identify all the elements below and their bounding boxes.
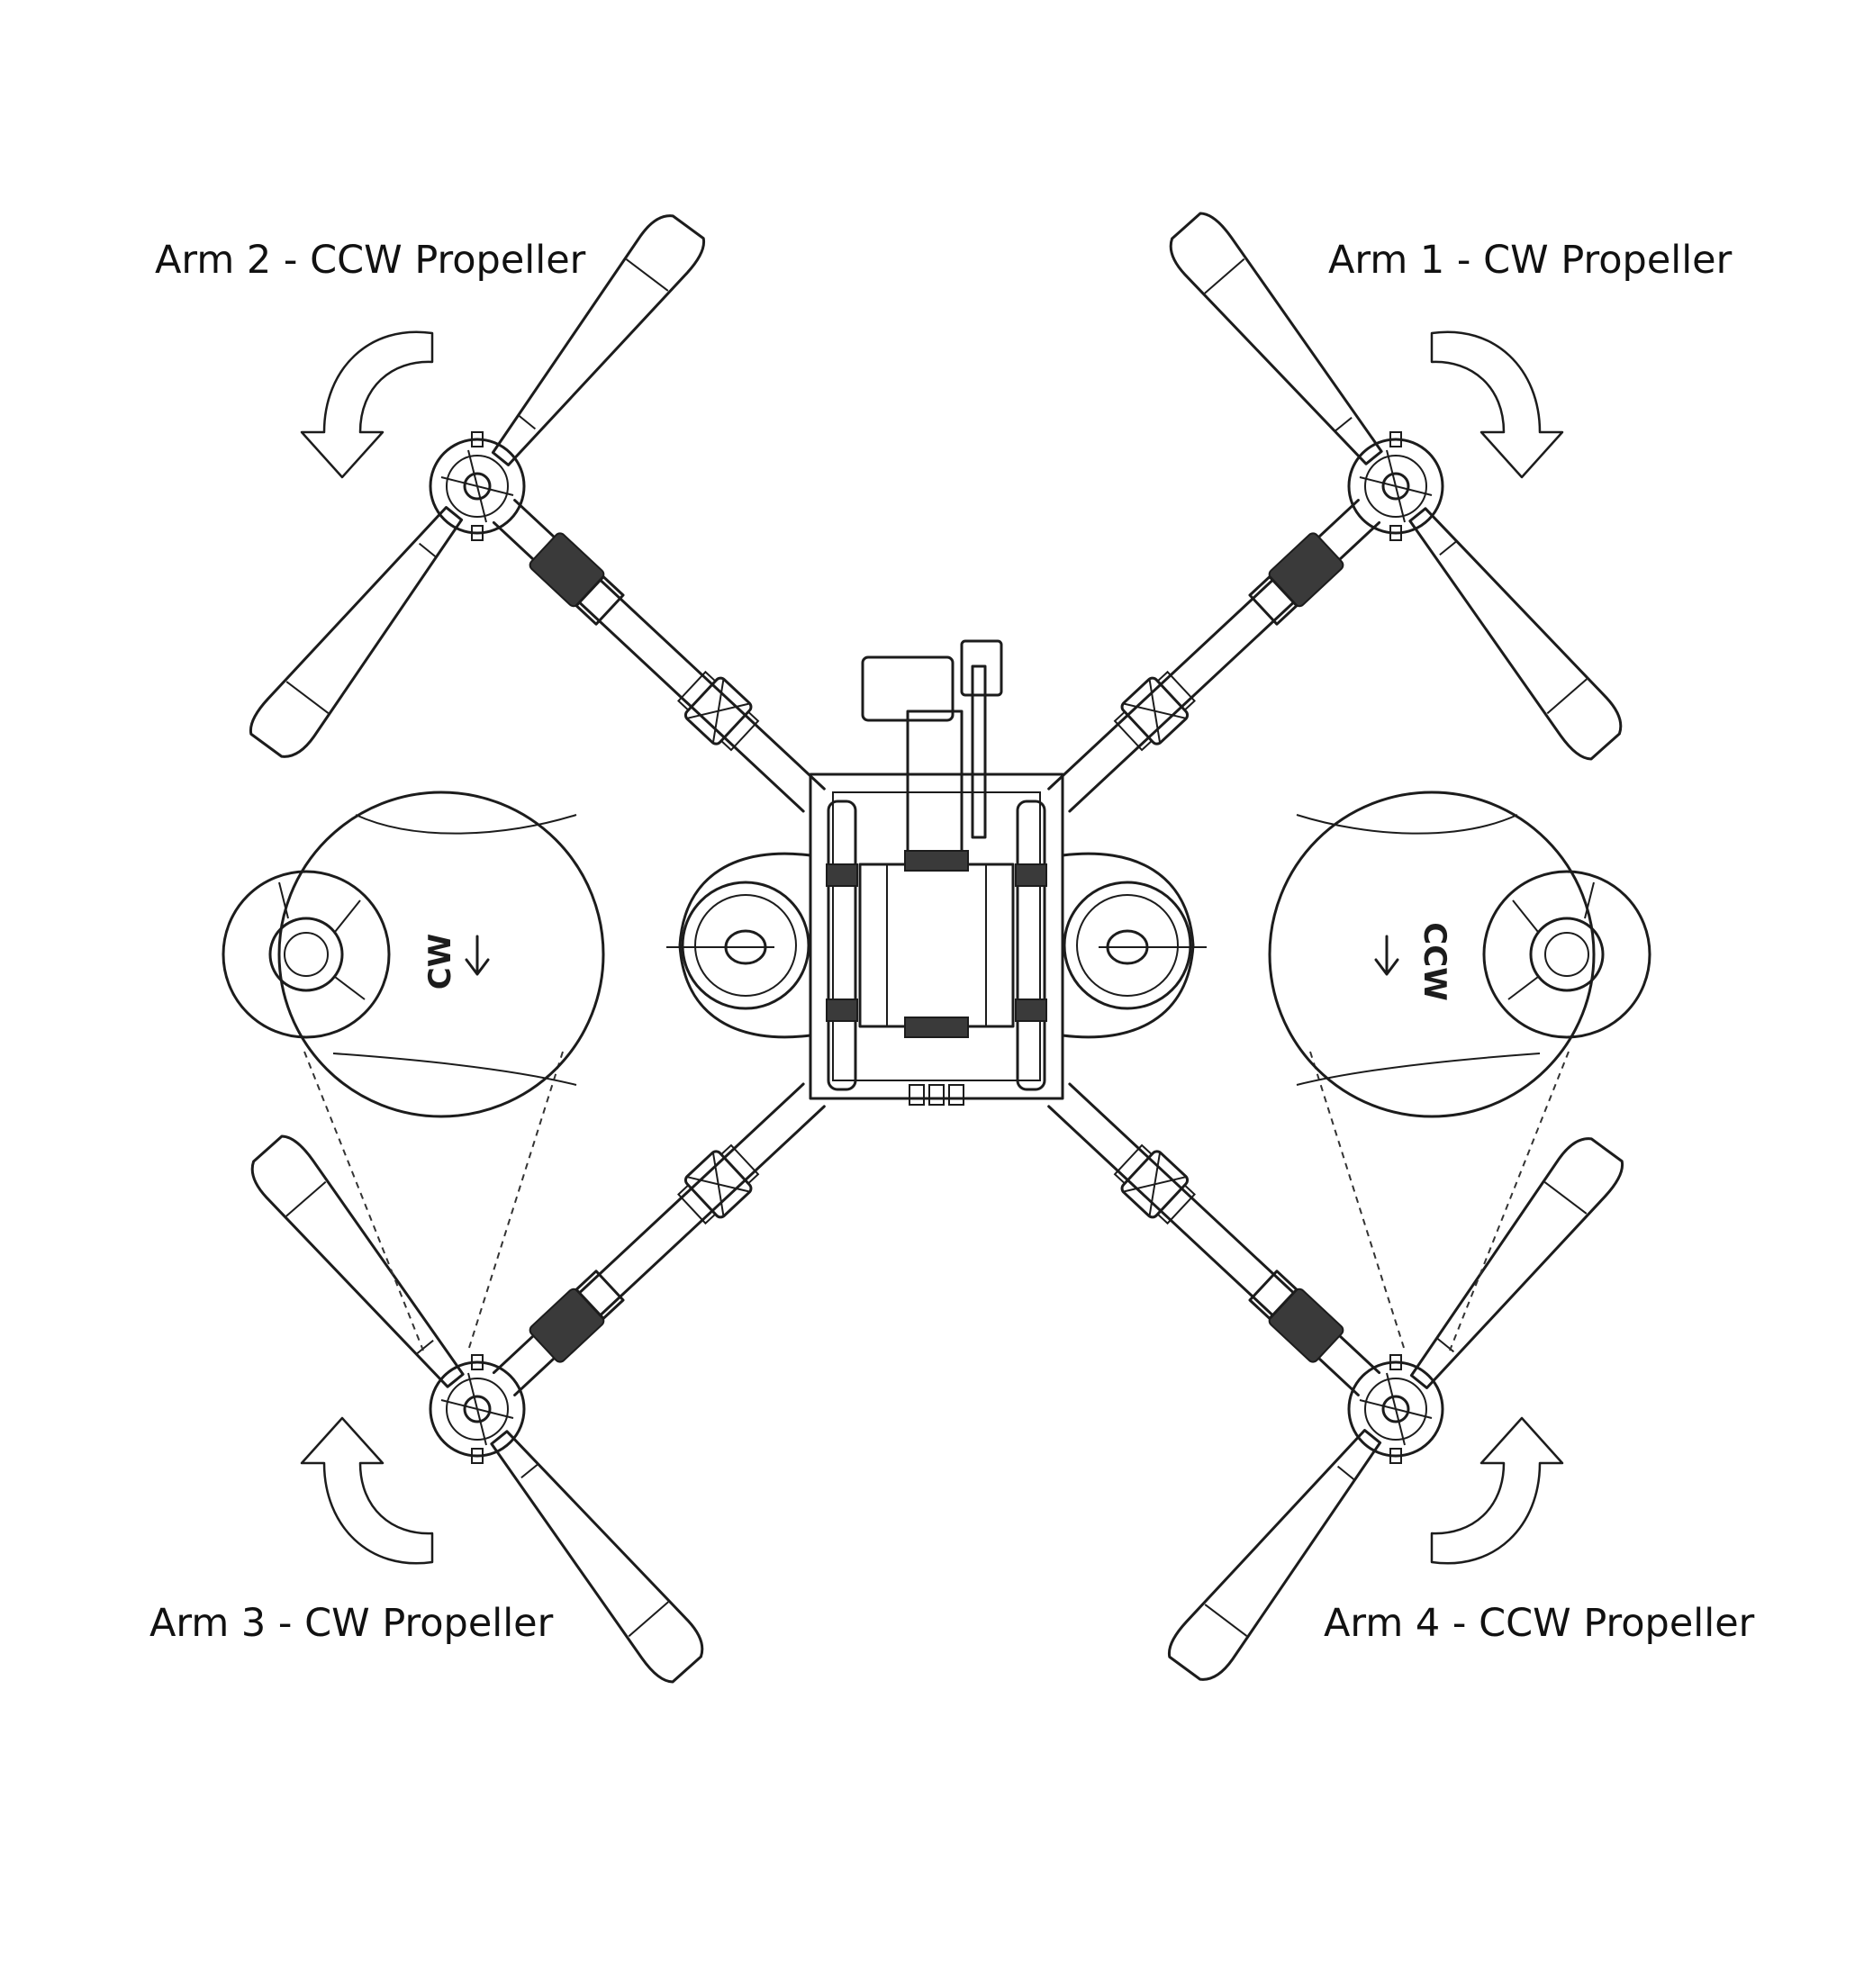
- label-arm1: Arm 1 - CW Propeller: [1328, 238, 1733, 283]
- label-arm3: Arm 3 - CW Propeller: [149, 1601, 554, 1646]
- zoom-text-ccw: CCW: [1416, 922, 1452, 1000]
- label-arm2: Arm 2 - CCW Propeller: [155, 238, 586, 283]
- zoom-arrow-ccw-icon: [1374, 935, 1399, 976]
- zoom-text-cw: CW: [422, 934, 458, 989]
- zoom-detail-left: [222, 791, 605, 1351]
- arm1-assembly: [1039, 206, 1633, 821]
- label-arm4: Arm 4 - CCW Propeller: [1324, 1601, 1755, 1646]
- arm3-assembly: [240, 1074, 834, 1689]
- rotation-arrow-arm4-icon: [1430, 1416, 1564, 1565]
- zoom-detail-right: [1268, 791, 1651, 1351]
- rotation-arrow-arm1-icon: [1430, 330, 1564, 479]
- arm2-assembly: [242, 204, 834, 821]
- drone-body: [666, 639, 1207, 1106]
- rotation-arrow-arm2-icon: [300, 330, 434, 479]
- zoom-arrow-cw-icon: [465, 935, 490, 976]
- arm4-assembly: [1039, 1074, 1631, 1691]
- rotation-arrow-arm3-icon: [300, 1416, 434, 1565]
